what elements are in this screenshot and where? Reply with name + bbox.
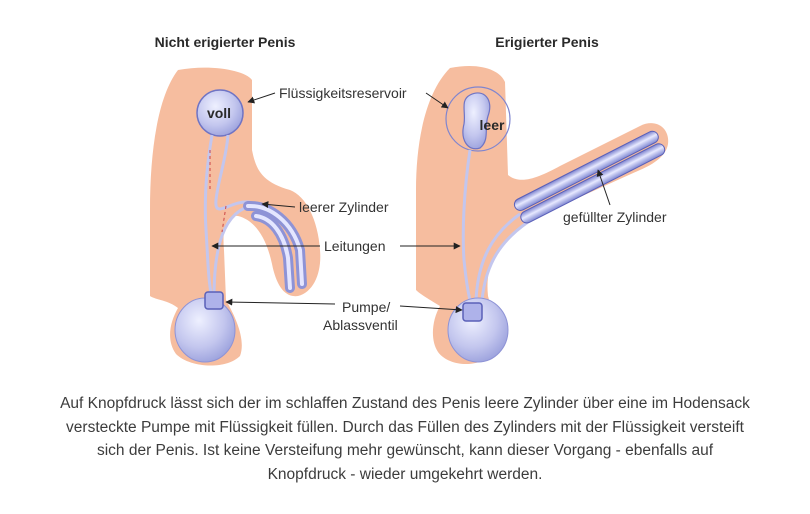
pump-label-line2: Ablassventil bbox=[323, 317, 398, 333]
right-reservoir-empty bbox=[462, 92, 491, 150]
left-pump bbox=[204, 291, 224, 310]
left-tubing bbox=[203, 134, 214, 299]
empty-label: leer bbox=[480, 117, 505, 133]
implant-diagram: Nicht erigierter Penis voll Erigierter P… bbox=[150, 34, 669, 366]
full-label: voll bbox=[207, 105, 231, 121]
filled-cylinder-label: gefüllter Zylinder bbox=[563, 209, 667, 225]
pump-label-line1: Pumpe/ bbox=[342, 299, 390, 315]
empty-cylinder-label: leerer Zylinder bbox=[299, 199, 389, 215]
left-reservoir bbox=[196, 89, 244, 137]
right-reservoir-ring bbox=[445, 86, 511, 152]
left-body-silhouette bbox=[150, 67, 321, 366]
right-pump bbox=[462, 302, 483, 322]
right-tubing bbox=[461, 149, 472, 301]
left-title: Nicht erigierter Penis bbox=[155, 34, 296, 50]
tubing-label: Leitungen bbox=[324, 238, 386, 254]
reservoir-label: Flüssigkeitsreservoir bbox=[279, 85, 407, 101]
right-cylinders bbox=[513, 130, 666, 224]
caption: Auf Knopfdruck lässt sich der im schlaff… bbox=[60, 395, 750, 483]
right-title: Erigierter Penis bbox=[495, 34, 599, 50]
